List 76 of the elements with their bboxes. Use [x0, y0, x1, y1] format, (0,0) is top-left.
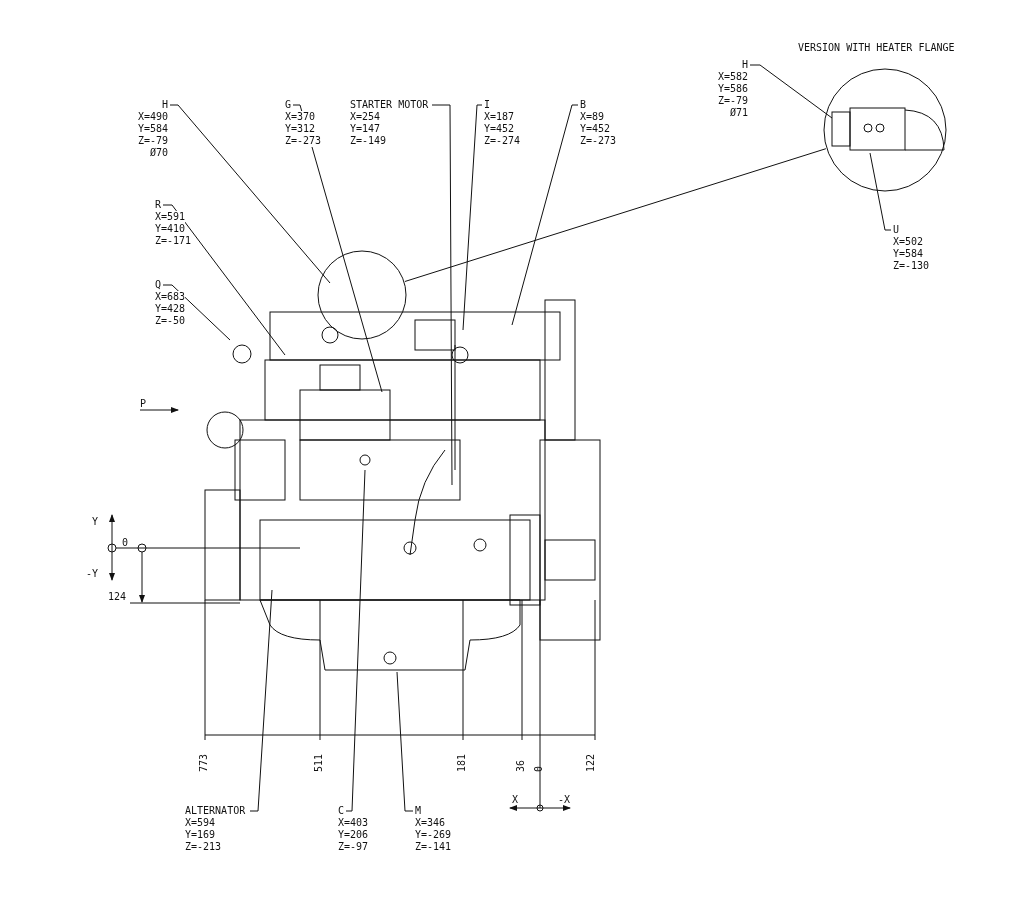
leader-line — [869, 152, 892, 231]
coordinate-value: Y=586 — [717, 83, 748, 95]
coordinate-value: Z=-130 — [893, 260, 930, 272]
callout-label: B — [580, 99, 587, 111]
dimension-value: 511 — [313, 753, 325, 772]
coordinate-value: X=254 — [350, 111, 381, 123]
leader-line — [749, 64, 833, 119]
callout-label: I — [484, 99, 491, 111]
dimension-value: 773 — [198, 753, 210, 772]
coordinate-value: Z=-149 — [350, 135, 387, 147]
callout-label: H — [161, 99, 168, 111]
coordinate-value: Z=-213 — [185, 841, 222, 853]
coordinate-value: Y=584 — [893, 248, 924, 260]
coordinate-value: X=594 — [185, 817, 216, 829]
leader-line — [249, 589, 273, 812]
coordinate-value: X=89 — [580, 111, 605, 123]
coordinate-value: X=683 — [155, 291, 186, 303]
coordinate-value: Z=-79 — [137, 135, 168, 147]
callout-label: G — [285, 99, 292, 111]
coordinate-value: Z=-273 — [285, 135, 322, 147]
coordinate-value: Ø71 — [729, 107, 748, 119]
coordinate-value: Y=206 — [338, 829, 369, 841]
coordinate-value: Z=-274 — [484, 135, 521, 147]
leader-line — [431, 104, 453, 486]
callout-label: R — [155, 199, 162, 211]
coordinate-value: X=502 — [893, 236, 924, 248]
callout-label: ALTERNATOR — [185, 805, 246, 817]
coordinate-value: Y=428 — [155, 303, 186, 315]
leader-line — [462, 104, 483, 331]
coordinate-value: Ø70 — [149, 147, 168, 159]
coordinate-value: Y=-269 — [415, 829, 452, 841]
leader-line — [396, 671, 414, 812]
callout-label: M — [415, 805, 422, 817]
coordinate-value: X=187 — [484, 111, 515, 123]
dimension-value: 36 — [515, 759, 527, 772]
axis-label: -X — [558, 794, 571, 806]
leader-line — [511, 104, 579, 326]
coordinate-value: Y=147 — [350, 123, 381, 135]
axis-label: -Y — [86, 568, 99, 580]
dimension-value: 122 — [585, 753, 597, 772]
coordinate-value: X=403 — [338, 817, 369, 829]
coordinate-value: Y=584 — [137, 123, 168, 135]
dimension-value: 181 — [456, 753, 468, 772]
callout-label: Q — [155, 279, 162, 291]
callout-label: STARTER MOTOR — [350, 99, 429, 111]
coordinate-value: Z=-97 — [338, 841, 369, 853]
callout-label: U — [893, 224, 900, 236]
axis-label: Y — [92, 516, 99, 528]
leader-line — [169, 104, 331, 284]
coordinate-value: X=346 — [415, 817, 446, 829]
leader-line — [162, 284, 231, 341]
dimension-value: 124 — [108, 591, 127, 603]
coordinate-value: Z=-141 — [415, 841, 452, 853]
coordinate-value: Y=312 — [285, 123, 316, 135]
view-title: VERSION WITH HEATER FLANGE — [798, 42, 955, 54]
callout-label: H — [741, 59, 748, 71]
axis-label: X — [512, 794, 519, 806]
coordinate-value: X=582 — [717, 71, 748, 83]
coordinate-value: Y=452 — [484, 123, 515, 135]
dimension-value: 0 — [122, 537, 129, 549]
coordinate-value: Z=-273 — [580, 135, 617, 147]
coordinate-value: Y=452 — [580, 123, 611, 135]
coordinate-value: Y=410 — [155, 223, 186, 235]
coordinate-value: Y=169 — [185, 829, 216, 841]
coordinate-value: X=490 — [137, 111, 168, 123]
coordinate-value: Z=-79 — [717, 95, 748, 107]
coordinate-value: X=591 — [155, 211, 186, 223]
coordinate-value: Z=-171 — [155, 235, 192, 247]
leader-line — [345, 469, 366, 812]
coordinate-value: Z=-50 — [155, 315, 186, 327]
coordinate-value: X=370 — [285, 111, 316, 123]
view-label: P — [140, 398, 147, 410]
dimension-value: 0 — [533, 765, 545, 772]
leader-line — [162, 204, 286, 356]
connector-line — [404, 148, 827, 282]
callout-label: C — [338, 805, 345, 817]
